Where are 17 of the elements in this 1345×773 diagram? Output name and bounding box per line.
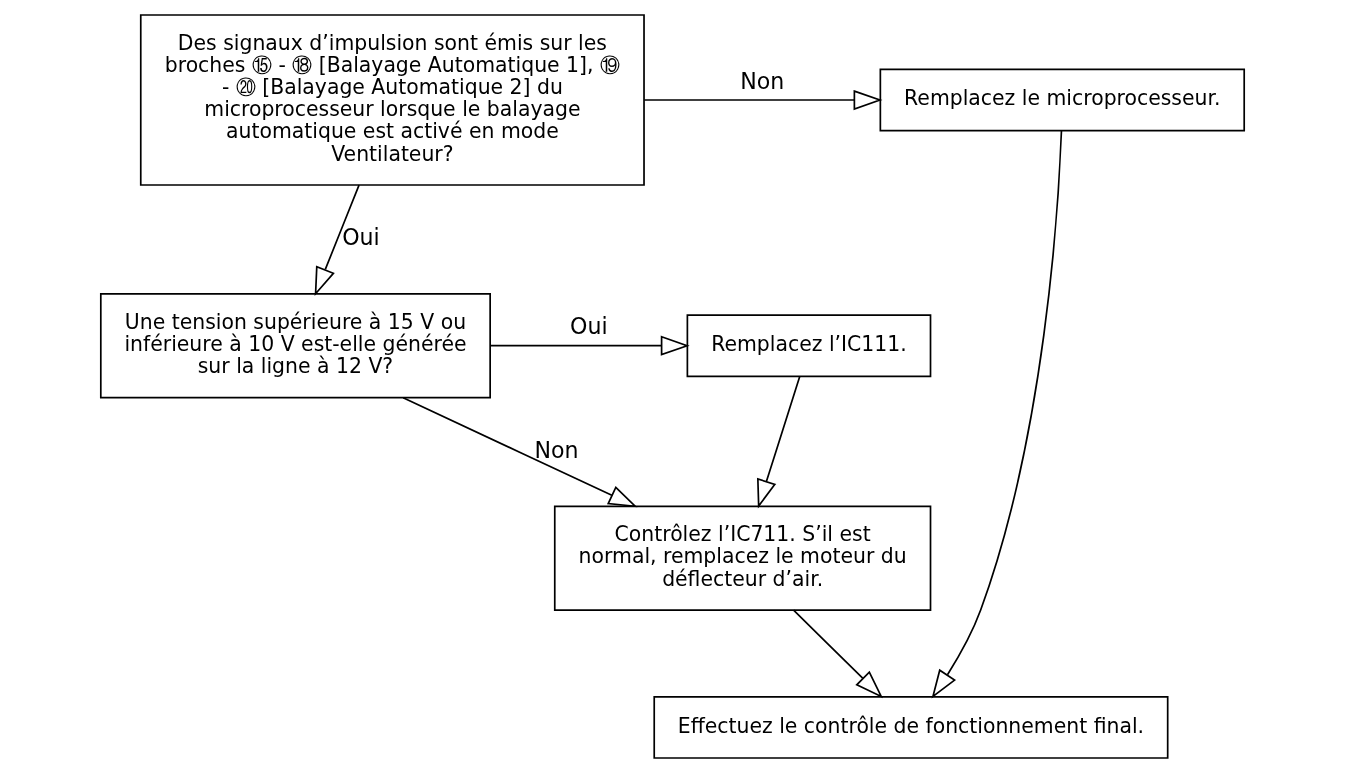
node-box: Contrôlez l’IC711. S’il est normal, remplacez le moteur du déflecteur d’air. <box>553 505 932 611</box>
edge-label: Oui <box>569 313 608 340</box>
edge-label: Oui <box>342 224 380 251</box>
node-box: Des signaux d’impulsion sont émis sur les broches ⑮ - ⑱ [Balayage Automatique 1], ⑲ - ⑳ [Balayage Automatique 2] du microprocesseur lorsque le balayage automatique est activé en mode Ventilateur? <box>139 14 645 186</box>
node-box: Remplacez l’IC111. <box>686 314 932 378</box>
node-box: Une tension supérieure à 15 V ou inférieure à 10 V est-elle générée sur la ligne à 12 V? <box>99 293 491 399</box>
arrow <box>931 129 1063 699</box>
edge-label: Non <box>534 436 579 463</box>
node-box: Effectuez le contrôle de fonctionnement final. <box>653 695 1169 759</box>
arrow <box>792 609 884 699</box>
node-box: Remplacez le microprocesseur. <box>879 68 1246 132</box>
arrow <box>756 375 801 509</box>
arrow <box>402 396 638 508</box>
arrow <box>489 335 690 356</box>
arrow <box>643 89 883 111</box>
edge-label: Non <box>740 67 785 94</box>
arrow <box>314 184 360 297</box>
